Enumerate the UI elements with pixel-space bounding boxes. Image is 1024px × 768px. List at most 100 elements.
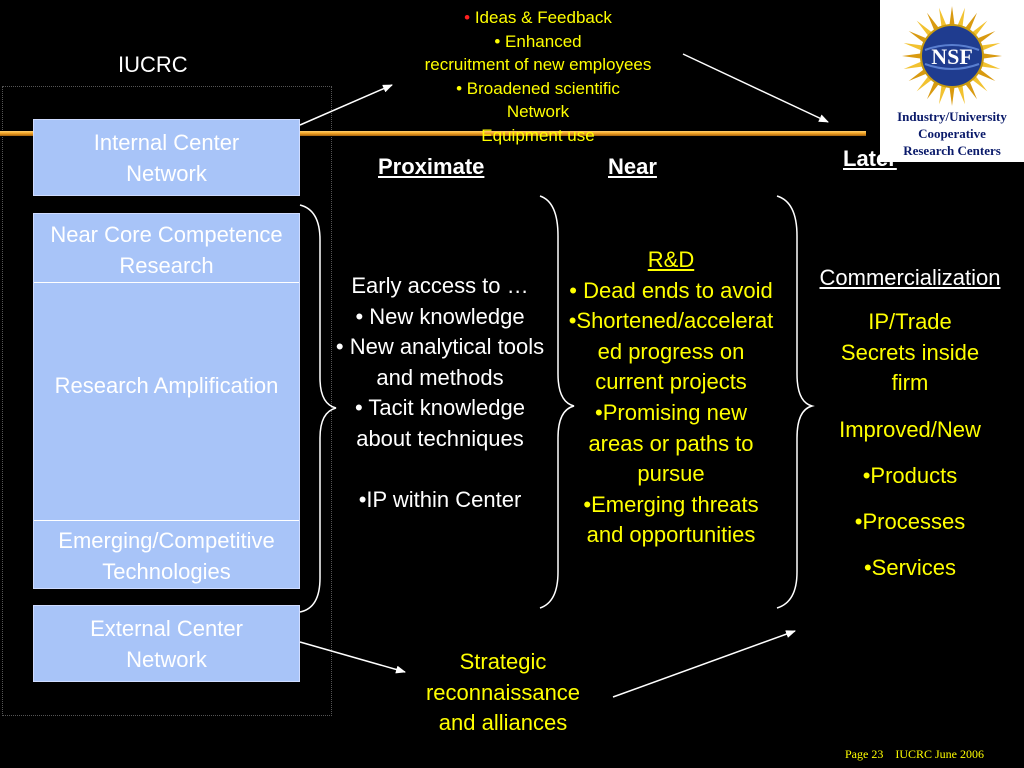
- near-core-line-1: Near Core Competence: [50, 222, 283, 247]
- heading-later: Later: [843, 146, 897, 171]
- later-subheading: Commercialization: [819, 265, 1001, 290]
- arrow-outcomes-to-later: [682, 53, 829, 123]
- strategic-line-3: and alliances: [438, 710, 568, 736]
- emerging-divider: [34, 520, 299, 521]
- brace-left-research: [299, 204, 337, 613]
- proximate-column: Early access to … • New knowledge • New …: [315, 271, 565, 516]
- near-line-8: •Emerging threats: [583, 491, 759, 517]
- sun-ray: [908, 68, 928, 81]
- sun-ray: [939, 7, 947, 28]
- near-line-4: current projects: [595, 369, 747, 395]
- external-box-line-1: External Center: [90, 615, 243, 641]
- top-outcome-3: recruitment of new employees: [424, 55, 652, 75]
- sun-ray: [976, 31, 996, 44]
- near-line-6: areas or paths to: [588, 430, 754, 456]
- near-subheading: R&D: [647, 247, 695, 272]
- heading-proximate: Proximate: [378, 154, 485, 179]
- near-line-5: •Promising new: [595, 399, 747, 425]
- sun-ray: [976, 68, 996, 81]
- nsf-emblem-icon: NSF: [902, 6, 1002, 106]
- internal-box-line-1: Internal Center: [93, 129, 240, 155]
- top-outcome-5: Network: [506, 102, 570, 122]
- proximate-line-1: Early access to …: [351, 273, 529, 298]
- top-outcome-6: Equipment use: [481, 125, 595, 145]
- external-center-network-box: External Center Network: [33, 605, 300, 682]
- top-outcomes: • Ideas & Feedback • Enhanced recruitmen…: [388, 6, 688, 148]
- internal-box-line-2: Network: [126, 160, 207, 186]
- iucrc-title: IUCRC: [118, 52, 188, 77]
- near-core-line-2: Research: [119, 253, 214, 278]
- research-amplification-label: Research Amplification: [54, 373, 279, 398]
- brace-near-later: [776, 195, 815, 609]
- nsf-emblem-text: NSF: [931, 44, 973, 69]
- sun-ray: [916, 75, 933, 92]
- footer-date: IUCRC June 2006: [895, 747, 984, 761]
- sun-ray: [964, 80, 977, 100]
- internal-center-network-box: Internal Center Network: [33, 119, 300, 196]
- sun-ray: [903, 61, 924, 69]
- near-column: R&D • Dead ends to avoid •Shortened/acce…: [552, 245, 790, 551]
- sun-ray: [980, 43, 1001, 51]
- near-line-9: and opportunities: [586, 522, 756, 548]
- external-box-line-2: Network: [126, 646, 207, 672]
- emerging-line-2: Technologies: [102, 559, 231, 584]
- sun-ray: [916, 20, 933, 37]
- later-item-7: •Services: [863, 554, 957, 580]
- sun-ray: [903, 43, 924, 51]
- proximate-line-6: about techniques: [356, 425, 524, 451]
- later-column: Commercialization IP/Trade Secrets insid…: [800, 262, 1020, 583]
- sun-ray: [927, 80, 940, 100]
- logo-caption: Industry/University Cooperative Research…: [880, 108, 1024, 159]
- later-item-5: •Products: [862, 462, 958, 488]
- later-item-4: Improved/New: [839, 416, 981, 442]
- proximate-line-2: • New knowledge: [355, 303, 525, 329]
- sun-ray: [949, 6, 955, 27]
- near-line-2: •Shortened/accelerat: [568, 308, 774, 334]
- arrow-strategic-to-later: [612, 630, 796, 698]
- sun-ray: [971, 75, 988, 92]
- gold-divider-bar: [0, 131, 866, 136]
- near-line-3: ed progress on: [597, 338, 745, 364]
- sun-ray: [949, 85, 955, 106]
- red-bullet: •: [464, 8, 471, 27]
- sun-ray: [908, 31, 928, 44]
- later-item-2: Secrets inside: [840, 339, 980, 365]
- top-outcome-1-text: Ideas & Feedback: [474, 8, 612, 27]
- brace-proximate-near: [539, 195, 575, 609]
- near-core-divider: [34, 282, 299, 283]
- footer-page: Page 23: [845, 747, 884, 761]
- sun-ray: [981, 53, 1002, 59]
- logo-caption-line-1: Industry/University: [897, 109, 1007, 124]
- nsf-logo: NSF Industry/University Cooperative Rese…: [880, 0, 1024, 162]
- proximate-line-5: • Tacit knowledge: [355, 395, 525, 421]
- later-item-3: firm: [891, 370, 929, 396]
- sun-ray: [980, 61, 1001, 69]
- proximate-line-8: •IP within Center: [358, 487, 522, 513]
- near-core-research-box: Near Core Competence Research: [34, 219, 299, 281]
- near-line-7: pursue: [637, 461, 705, 487]
- sun-ray: [902, 53, 923, 59]
- top-outcome-1: • Ideas & Feedback: [388, 6, 688, 30]
- top-outcome-2: • Enhanced: [494, 31, 582, 51]
- sun-ray: [927, 12, 940, 32]
- later-item-1: IP/Trade: [868, 309, 952, 334]
- sun-ray: [971, 20, 988, 37]
- sun-ray: [939, 84, 947, 105]
- logo-caption-line-3: Research Centers: [903, 143, 1001, 158]
- iucrc-frame: [2, 86, 332, 716]
- heading-near: Near: [608, 154, 657, 179]
- sun-ray: [957, 7, 965, 28]
- top-outcome-4: • Broadened scientific: [456, 78, 620, 98]
- proximate-line-3: • New analytical tools: [335, 334, 545, 360]
- near-line-1: • Dead ends to avoid: [569, 277, 773, 303]
- research-box-group: Near Core Competence Research Research A…: [33, 213, 300, 589]
- sun-ray: [957, 84, 965, 105]
- strategic-line-2: reconnaissance: [425, 679, 581, 705]
- later-item-6: •Processes: [854, 508, 966, 534]
- proximate-line-4: and methods: [376, 364, 504, 390]
- footer: Page 23 IUCRC June 2006: [845, 747, 984, 762]
- emerging-technologies-box: Emerging/Competitive Technologies: [34, 525, 299, 587]
- emerging-line-1: Emerging/Competitive: [58, 528, 275, 553]
- arrow-internal-to-outcomes: [299, 84, 393, 126]
